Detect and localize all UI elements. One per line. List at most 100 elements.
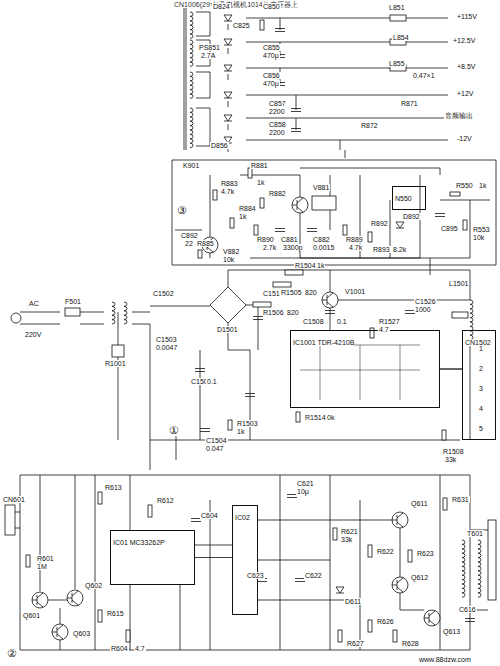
resistor-symbol [230, 218, 234, 228]
capacitor-symbol [307, 229, 317, 232]
component-label: Q601 [22, 612, 41, 619]
secondary-wires [196, 12, 448, 158]
component-label: 2.7A [200, 52, 216, 59]
component-label: 820 [286, 309, 300, 316]
ic-label: IC01 MC33262P [113, 539, 165, 546]
control-wires [172, 160, 496, 275]
component-label: 10k [222, 256, 235, 263]
diode-symbol [224, 65, 232, 71]
component-label: D824 [212, 3, 231, 10]
resistor-symbol [408, 550, 412, 562]
resistor-symbol [26, 555, 30, 567]
transistor-symbol [67, 591, 78, 605]
component-label: V881 [312, 184, 330, 191]
component-label: R1527 [378, 318, 401, 325]
ic-internal [300, 345, 420, 400]
component-label: 4.7k [348, 244, 363, 251]
component-label: 音频输出 [444, 112, 474, 119]
resistor-symbol [368, 232, 372, 242]
resistor-symbol [393, 630, 397, 642]
component-label: R628 [401, 640, 420, 647]
connector [488, 520, 496, 600]
component-label: 2200 [268, 108, 286, 115]
component-label: 0.1 [336, 318, 348, 325]
transistor-symbol [424, 611, 435, 625]
ic-label: N550 [395, 195, 412, 202]
capacitor-symbol [325, 311, 335, 314]
component-label: 1k [316, 262, 325, 269]
component-label: R621 [340, 528, 359, 535]
resistor-symbol [450, 192, 460, 196]
transistor-symbol [32, 593, 43, 607]
bridge-rectifier [210, 287, 246, 323]
coil-symbol [190, 72, 193, 98]
component-label: C892 [180, 232, 199, 239]
power-wires [20, 270, 470, 470]
resistor-symbol [463, 220, 467, 230]
component-label: C1502 [152, 290, 175, 297]
component-label: C881 [280, 236, 299, 243]
component-label: R622 [376, 548, 395, 555]
component-label: Q603 [72, 630, 91, 637]
component-label: +8.5V [456, 63, 477, 70]
transistor-symbol [392, 578, 403, 592]
component-label: 8.2k [392, 246, 407, 253]
capacitor-symbol [195, 369, 205, 372]
component-label: 33k [340, 536, 353, 543]
resistor-symbol [198, 250, 202, 258]
component-label: +12.5V [452, 37, 476, 44]
component-label: +12V [456, 90, 475, 97]
resistor-symbol [248, 168, 252, 178]
diode-symbol [224, 15, 232, 21]
resistor-symbol [254, 225, 258, 235]
component-label: 4.7 [134, 645, 146, 652]
component-label: R883 [220, 180, 239, 187]
component-label: T601 [466, 530, 484, 537]
resistor-symbol [148, 505, 152, 517]
component-label: 470μ [262, 80, 280, 87]
component-label: 3300p [282, 244, 303, 251]
component-label: Q612 [410, 574, 429, 581]
resistor-symbol [285, 270, 303, 275]
component-label: 0.047 [205, 445, 225, 452]
component-label: -12V [456, 135, 473, 142]
component-label: Q602 [84, 582, 103, 589]
component-label: 10μ [296, 488, 310, 495]
degauss-thermistor [112, 345, 124, 357]
ac-plug [11, 313, 21, 323]
component-label: R615 [106, 610, 125, 617]
capacitor-symbol [291, 109, 301, 112]
component-label: C850 [262, 3, 281, 10]
resistor-symbol [368, 620, 372, 632]
component-label: 4.7k [220, 188, 235, 195]
component-label: C857 [268, 100, 287, 107]
coil-symbol [478, 540, 481, 597]
diode-symbol [224, 39, 232, 45]
resistor-symbol [260, 20, 264, 30]
component-label: R631 [451, 496, 470, 503]
component-label: 820 [304, 289, 318, 296]
component-label: PS851 [198, 44, 221, 51]
component-label: R893 [372, 246, 391, 253]
component-label: 10k [472, 234, 485, 241]
capacitor-symbol [275, 29, 285, 32]
component-label: CN601 [2, 496, 26, 503]
component-label: C1508 [302, 318, 325, 325]
component-label: ③ [176, 205, 188, 216]
capacitor-symbol [200, 429, 210, 432]
component-label: L1501 [448, 280, 469, 287]
resistor-symbol [260, 198, 264, 208]
resistor-symbol [98, 492, 102, 504]
component-label: C1526 [414, 298, 437, 305]
component-label: R623 [416, 550, 435, 557]
component-label: R1001 [104, 360, 127, 367]
signal-wire [440, 369, 462, 370]
component-label: R892 [370, 220, 389, 227]
resistor-symbol [273, 282, 291, 287]
transistor-symbol [67, 590, 83, 606]
capacitor-symbol [253, 317, 263, 320]
inductor-symbol [390, 15, 406, 21]
component-label: 1k [256, 179, 265, 186]
